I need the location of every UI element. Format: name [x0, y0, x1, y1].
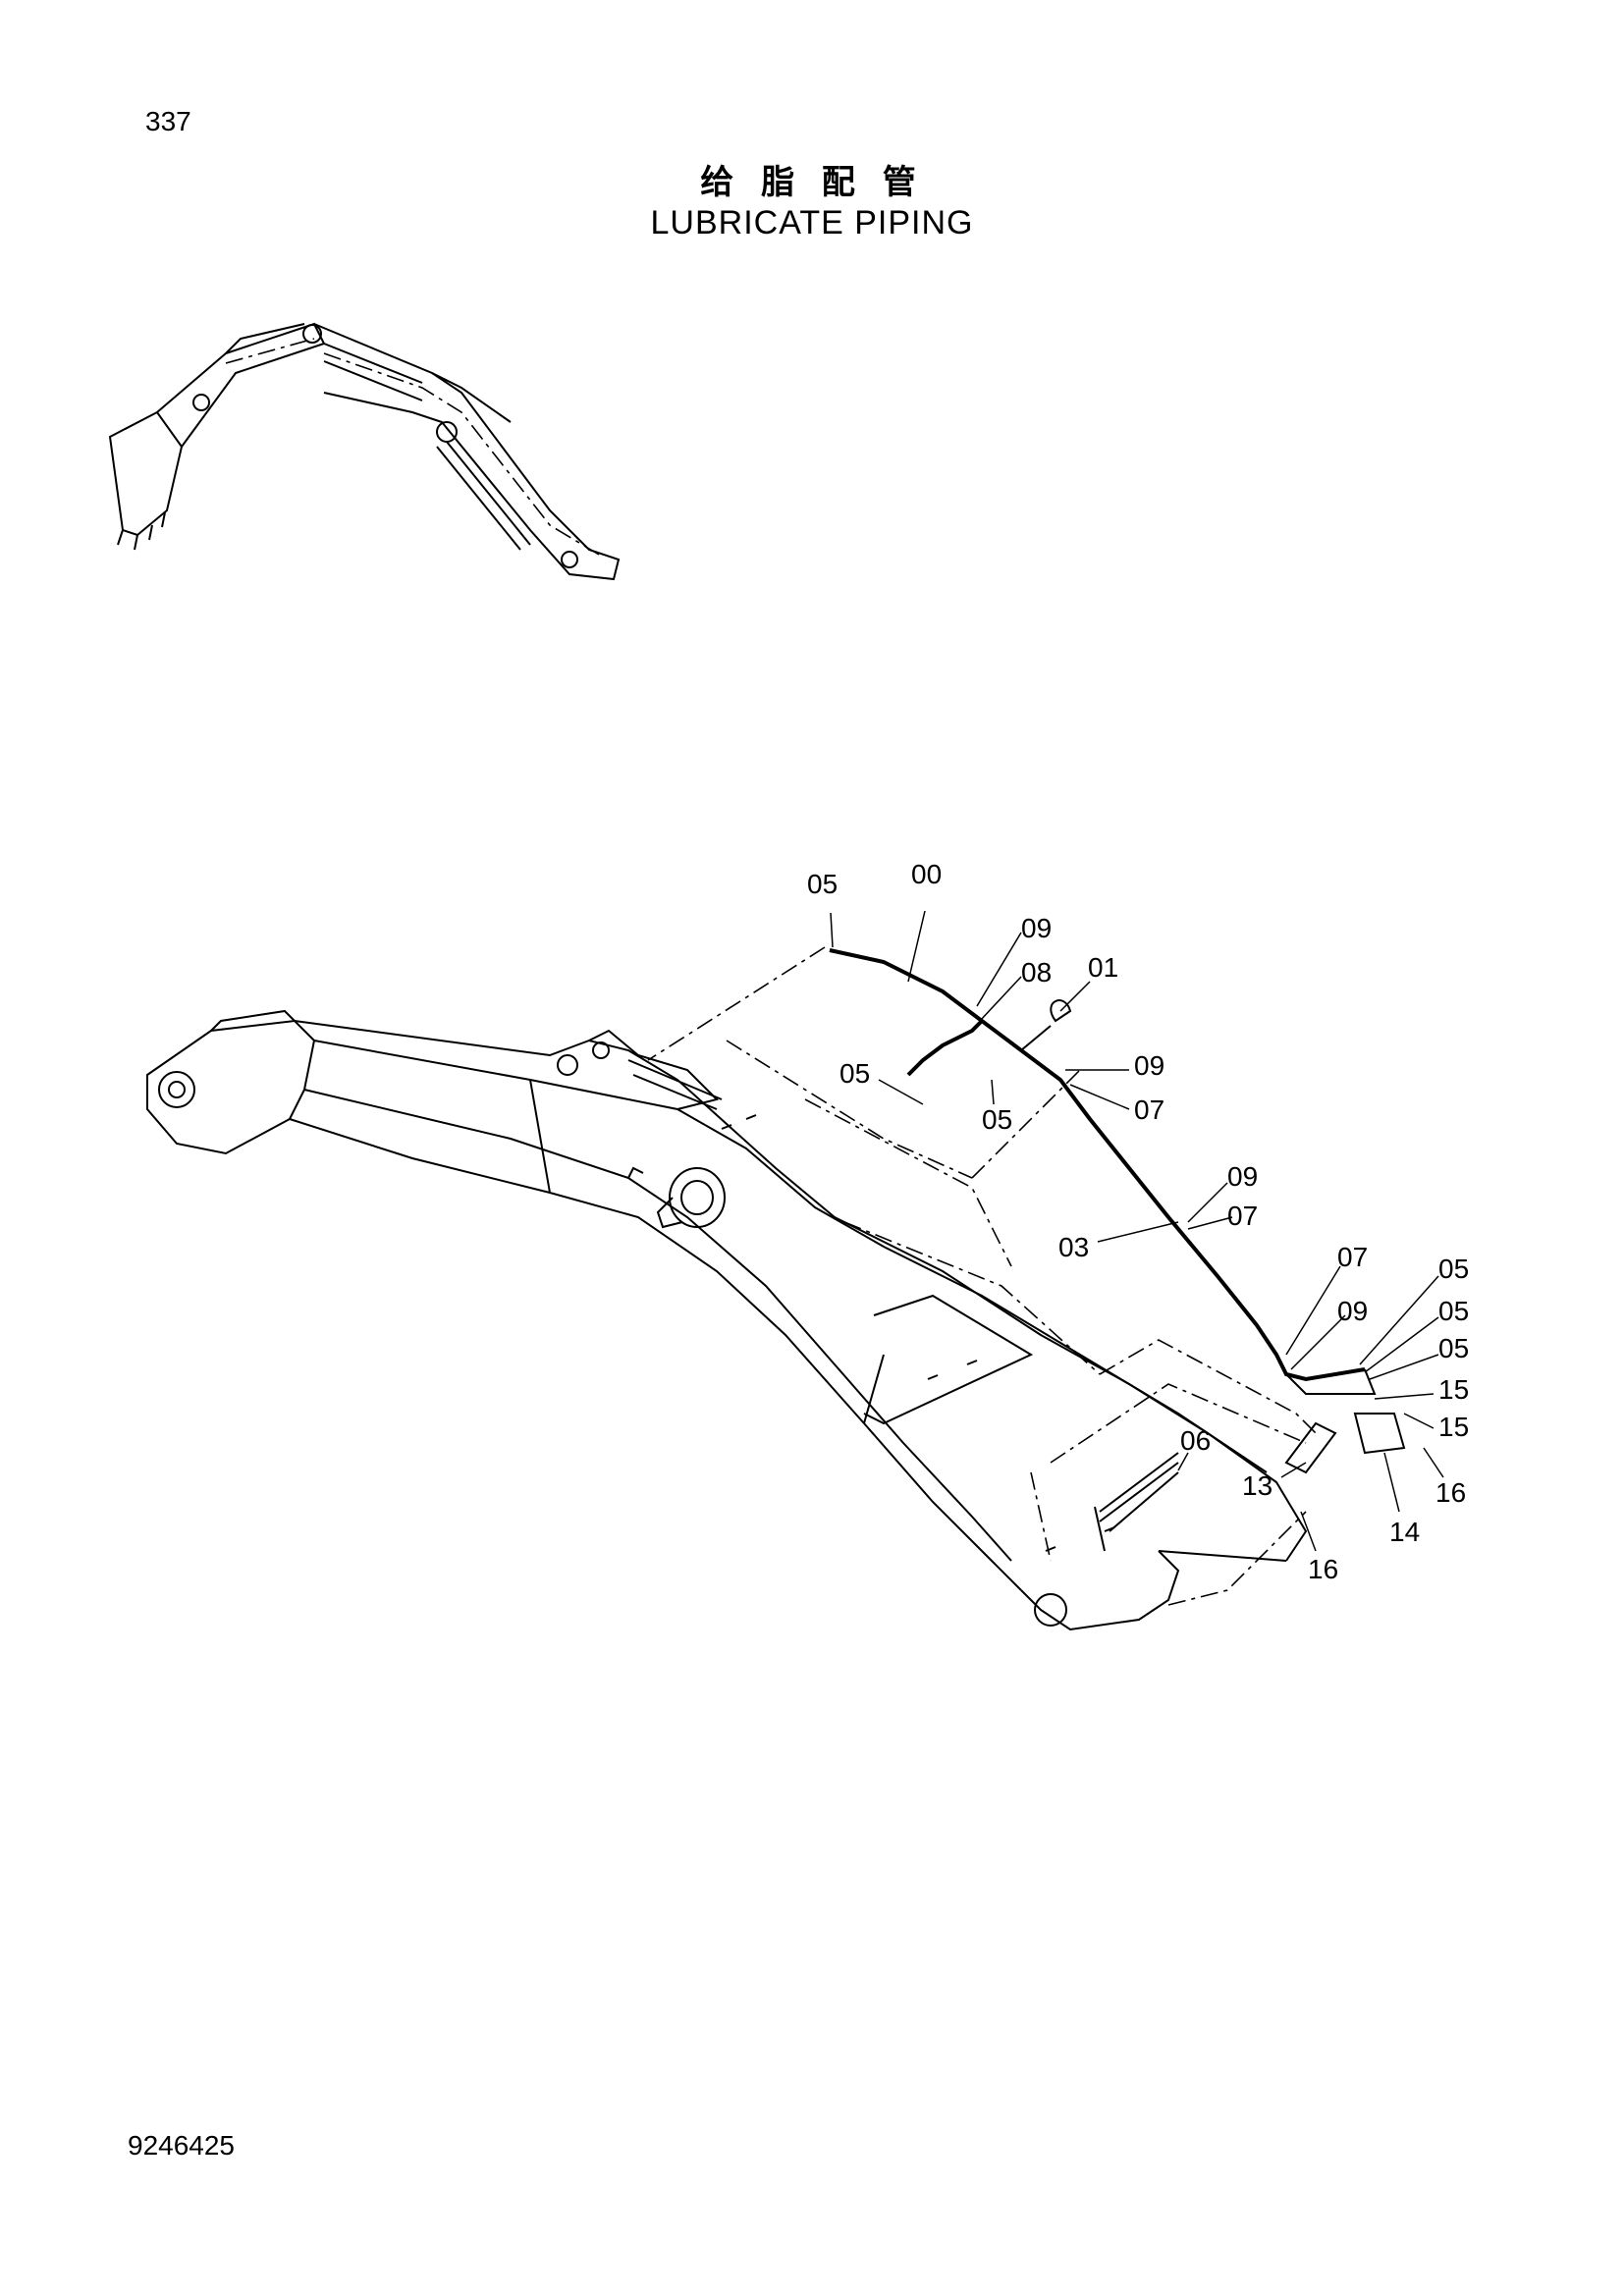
callout-label: 05 — [1438, 1296, 1469, 1326]
title-english: LUBRICATE PIPING — [650, 204, 974, 241]
callout-label: 05 — [839, 1058, 870, 1089]
document-number: 9246425 — [128, 2130, 236, 2161]
callout-label: 05 — [982, 1104, 1012, 1135]
title-chinese: 给 脂 配 管 — [700, 163, 924, 202]
callout-label: 16 — [1435, 1477, 1466, 1508]
grease-piping — [829, 948, 1406, 1552]
callout-label: 08 — [1021, 957, 1052, 988]
callout-label: 05 — [807, 869, 838, 899]
callout-label: 13 — [1242, 1470, 1272, 1501]
callout-label: 06 — [1180, 1425, 1211, 1456]
callout-label: 05 — [1438, 1254, 1469, 1284]
callout-label: 09 — [1134, 1050, 1164, 1081]
page-number: 337 — [145, 106, 191, 136]
callout-label: 09 — [1227, 1161, 1258, 1192]
thumbnail-excavator — [108, 322, 621, 581]
callout-label: 03 — [1058, 1232, 1089, 1262]
leader-lines — [830, 910, 1444, 1552]
boom-drawing — [146, 1009, 1308, 1631]
callout-label: 07 — [1134, 1095, 1164, 1125]
callout-label: 01 — [1088, 952, 1118, 983]
callout-label: 00 — [911, 859, 942, 889]
callout-label: 09 — [1021, 913, 1052, 943]
callout-label: 16 — [1308, 1554, 1338, 1584]
callout-label: 09 — [1337, 1296, 1368, 1326]
callout-label: 14 — [1389, 1517, 1420, 1547]
callout-label: 07 — [1337, 1242, 1368, 1272]
callout-label: 15 — [1438, 1412, 1469, 1442]
phantom-outlines — [647, 946, 1317, 1606]
callout-label: 05 — [1438, 1333, 1469, 1363]
callouts: 05 00 09 08 01 05 09 05 07 09 03 07 07 0… — [807, 859, 1469, 1584]
callout-label: 07 — [1227, 1201, 1258, 1231]
callout-label: 15 — [1438, 1374, 1469, 1405]
